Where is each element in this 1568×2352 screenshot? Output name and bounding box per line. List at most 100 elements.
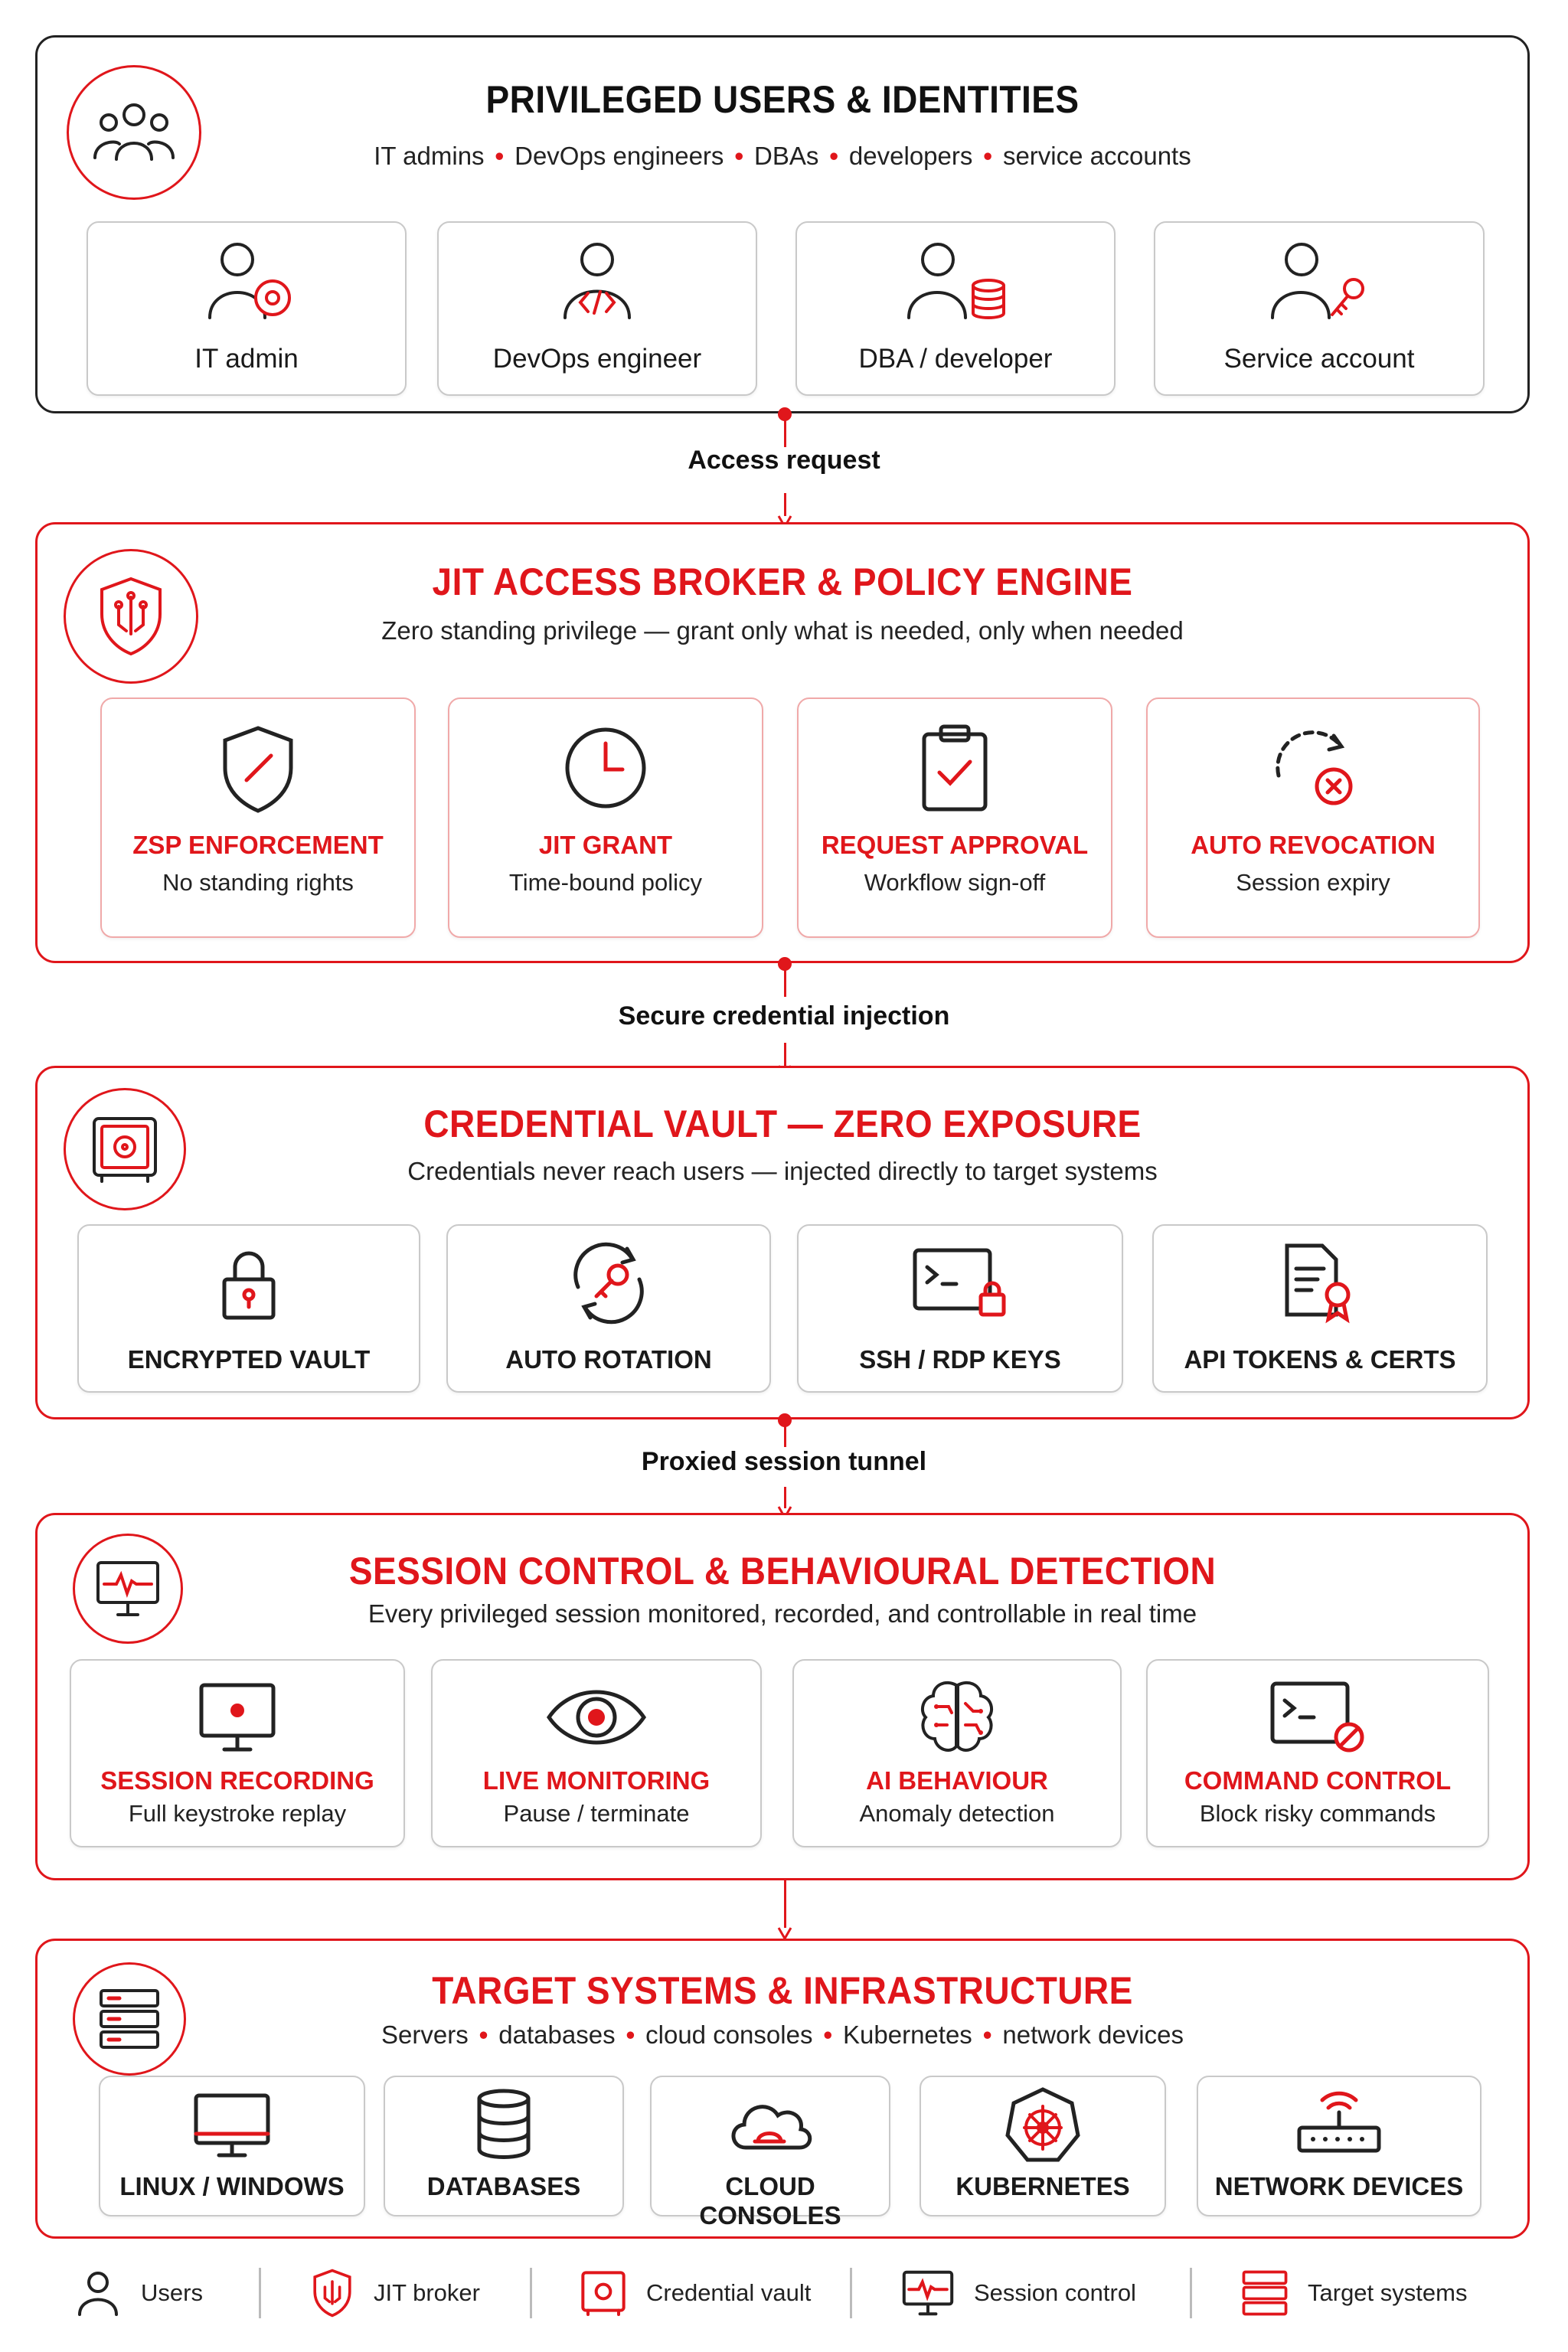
terminal-lock-icon (913, 1248, 1006, 1317)
jit-title: JIT ACCESS BROKER & POLICY ENGINE (432, 560, 1133, 603)
cloud-icon (731, 2105, 812, 2150)
jit-card-title: REQUEST APPROVAL (821, 831, 1089, 859)
jit-card-sub: Session expiry (1236, 869, 1390, 896)
target-card-title: LINUX / WINDOWS (119, 2172, 345, 2200)
users-section-icon (67, 65, 201, 200)
connector-label: Access request (688, 446, 880, 475)
vault-title: CREDENTIAL VAULT — ZERO EXPOSURE (423, 1102, 1142, 1145)
revoke-cycle-icon (1276, 730, 1353, 805)
user-card-label: Service account (1223, 344, 1415, 374)
kubernetes-icon (1005, 2087, 1080, 2162)
users-icon (93, 103, 175, 161)
session-card-sub: Block risky commands (1199, 1800, 1436, 1827)
legend-label: Users (141, 2279, 203, 2306)
shield-slash-icon (223, 726, 293, 813)
user-card-label: DevOps engineer (492, 344, 702, 374)
server-stack-icon (1242, 2270, 1288, 2316)
users-icon (78, 2272, 118, 2316)
target-card-databases: DATABASES (384, 2076, 624, 2216)
targets-subtitle: Servers•databases•cloud consoles•Kuberne… (381, 2020, 1184, 2049)
router-icon (1297, 2091, 1381, 2153)
safe-icon (93, 1117, 157, 1183)
user-card-label: DBA / developer (858, 344, 1053, 374)
targets-subtitle-item: cloud consoles (645, 2020, 813, 2049)
vault-section: CREDENTIAL VAULT — ZERO EXPOSURE Credent… (35, 1066, 1530, 1419)
shield-circuit-icon (100, 577, 162, 656)
users-subtitle-item: DevOps engineers (514, 142, 724, 170)
session-card-title: AI BEHAVIOUR (866, 1766, 1048, 1795)
user-card-devops: DevOps engineer (437, 221, 757, 396)
legend: Users JIT broker Credential vault Sessio… (0, 2251, 1568, 2335)
target-card-network: NETWORK DEVICES (1197, 2076, 1481, 2216)
jit-card-sub: Workflow sign-off (864, 869, 1046, 896)
shield-circuit-icon (313, 2269, 351, 2318)
jit-card-approval: REQUEST APPROVAL Workflow sign-off (797, 697, 1112, 938)
users-subtitle-item: service accounts (1002, 142, 1191, 170)
user-card-service-account: Service account (1154, 221, 1485, 396)
users-subtitle-item: IT admins (374, 142, 485, 170)
record-monitor-icon (199, 1683, 276, 1752)
target-card-title: NETWORK DEVICES (1214, 2172, 1464, 2200)
user-code-icon (564, 243, 631, 319)
user-key-icon (1271, 243, 1364, 319)
vault-card-title: SSH / RDP KEYS (859, 1345, 1061, 1374)
session-card-monitoring: LIVE MONITORING Pause / terminate (431, 1659, 762, 1847)
jit-card-sub: Time-bound policy (508, 869, 703, 896)
certificate-icon (1285, 1243, 1351, 1324)
pulse-monitor-icon (96, 1561, 159, 1616)
padlock-icon (222, 1251, 276, 1320)
session-card-sub: Anomaly detection (859, 1800, 1055, 1827)
clock-icon (565, 727, 646, 808)
server-stack-icon (100, 1989, 159, 2049)
vault-card-title: AUTO ROTATION (505, 1345, 712, 1374)
users-subtitle-item: DBAs (754, 142, 819, 170)
connector-label: Secure credential injection (618, 1001, 950, 1031)
session-card-ai: AI BEHAVIOUR Anomaly detection (792, 1659, 1122, 1847)
legend-item-targets: Target systems (1240, 2266, 1467, 2320)
session-card-sub: Full keystroke replay (128, 1800, 347, 1827)
database-icon (477, 2089, 531, 2159)
users-subtitle: IT admins•DevOps engineers•DBAs•develope… (374, 142, 1191, 170)
user-card-dba: DBA / developer (795, 221, 1116, 396)
jit-subtitle: Zero standing privilege — grant only wha… (381, 616, 1184, 645)
vault-card-encrypted: ENCRYPTED VAULT (77, 1224, 420, 1393)
session-title: SESSION CONTROL & BEHAVIOURAL DETECTION (348, 1550, 1217, 1592)
session-card-title: SESSION RECORDING (100, 1766, 374, 1795)
legend-item-session: Session control (900, 2266, 1136, 2320)
user-card-it-admin: IT admin (87, 221, 407, 396)
user-gear-icon (208, 243, 291, 319)
targets-section-icon (73, 1962, 186, 2076)
target-card-title: CLOUD CONSOLES (699, 2172, 841, 2230)
jit-card-title: ZSP ENFORCEMENT (132, 831, 384, 859)
connector-target-arrow (777, 1880, 792, 1945)
session-card-command: COMMAND CONTROL Block risky commands (1146, 1659, 1489, 1847)
vault-section-icon (64, 1088, 186, 1210)
targets-subtitle-item: databases (498, 2020, 616, 2049)
brain-circuit-icon (920, 1681, 994, 1752)
vault-subtitle: Credentials never reach users — injected… (407, 1157, 1158, 1185)
jit-section: JIT ACCESS BROKER & POLICY ENGINE Zero s… (35, 522, 1530, 963)
session-card-sub: Pause / terminate (503, 1800, 690, 1827)
pulse-monitor-icon (902, 2270, 954, 2316)
users-subtitle-item: developers (848, 142, 973, 170)
target-card-title: DATABASES (426, 2172, 581, 2200)
legend-item-jit: JIT broker (309, 2266, 480, 2320)
targets-subtitle-item: Kubernetes (843, 2020, 972, 2049)
key-rotation-icon (573, 1242, 644, 1325)
user-database-icon (907, 243, 1005, 319)
session-card-title: LIVE MONITORING (482, 1766, 710, 1795)
session-section: SESSION CONTROL & BEHAVIOURAL DETECTION … (35, 1513, 1530, 1880)
target-card-linux-windows: LINUX / WINDOWS (99, 2076, 365, 2216)
targets-subtitle-item: Servers (381, 2020, 469, 2049)
jit-section-icon (64, 549, 198, 684)
jit-card-grant: JIT GRANT Time-bound policy (448, 697, 763, 938)
target-card-kubernetes: KUBERNETES (920, 2076, 1166, 2216)
targets-subtitle-item: network devices (1002, 2020, 1184, 2049)
monitor-icon (194, 2093, 270, 2158)
legend-label: Target systems (1308, 2279, 1468, 2306)
users-title: PRIVILEGED USERS & IDENTITIES (485, 78, 1080, 121)
session-card-recording: SESSION RECORDING Full keystroke replay (70, 1659, 405, 1847)
clipboard-check-icon (922, 724, 988, 812)
jit-card-sub: No standing rights (162, 869, 354, 896)
jit-card-zsp: ZSP ENFORCEMENT No standing rights (100, 697, 416, 938)
